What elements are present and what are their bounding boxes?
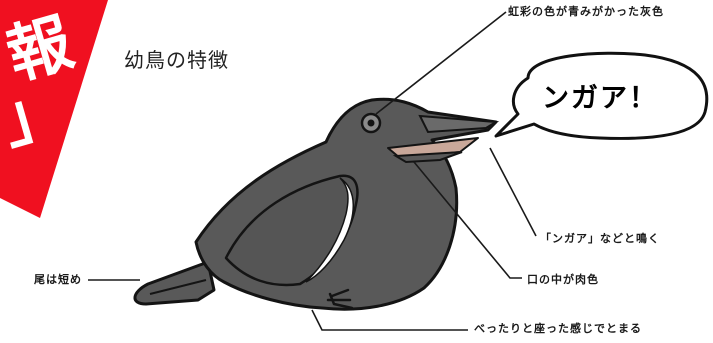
leader-sitting (311, 309, 468, 331)
label-mouth: 口の中が肉色 (527, 273, 599, 286)
bird-foot (326, 288, 354, 310)
red-banner (0, 0, 108, 218)
tail-feathers (133, 260, 216, 306)
speech-bubble (494, 51, 709, 140)
label-cry: 「ンガア」などと鳴く (540, 232, 660, 245)
eye-pupil (367, 119, 375, 127)
lower-jaw (392, 151, 463, 164)
speech-bubble-text: ンガア！ (542, 83, 658, 114)
leader-cry (489, 147, 537, 237)
label-sitting: べったりと座った感じでとまる (474, 322, 642, 335)
tail-feather-line (149, 279, 207, 295)
leader-lines (88, 11, 537, 331)
diagram-title: 幼鳥の特徴 (124, 48, 229, 72)
wing-highlight (305, 177, 354, 283)
beak (418, 114, 500, 134)
bird-wing (224, 174, 359, 287)
leader-mouth (413, 161, 522, 279)
label-iris: 虹彩の色が青みがかった灰色 (508, 5, 664, 18)
leader-iris (375, 11, 507, 115)
label-tail: 尾は短め (34, 273, 82, 286)
